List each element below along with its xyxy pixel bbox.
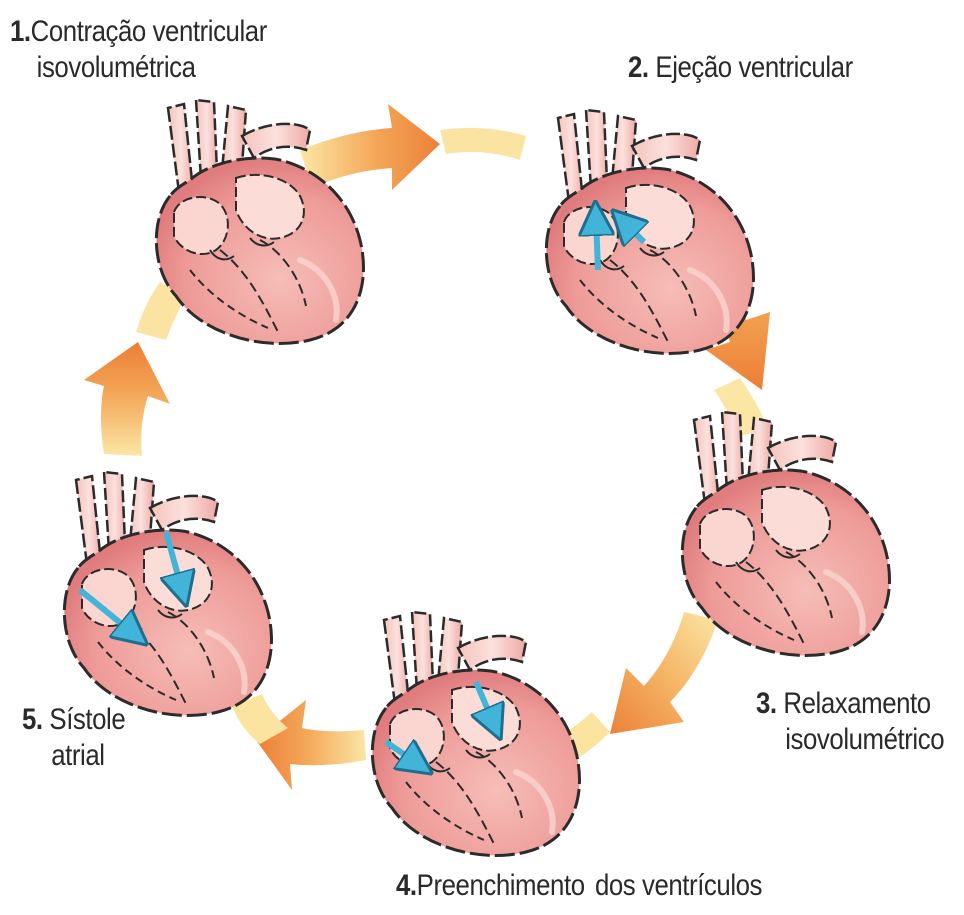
stage-5-title-line2: atrial	[51, 738, 125, 774]
blood-flow-arrow-icon	[596, 218, 598, 270]
heart-icon-stage-1	[156, 100, 363, 343]
stage-5-label: 5. Sístole atrial	[22, 702, 125, 774]
cycle-arrow-3-to-4	[610, 612, 718, 734]
stage-2-number: 2.	[628, 51, 649, 84]
heart-icon-stage-2	[546, 110, 753, 353]
stage-3-label: 3. Relaxamento isovolumétrico	[756, 686, 944, 758]
stage-4-title-line2: dos ventrículos	[595, 869, 762, 902]
stage-2-label: 2. Ejeção ventricular	[628, 50, 853, 86]
heart-icon-stage-5	[64, 472, 271, 715]
heart-icon-stage-4	[372, 612, 579, 855]
stage-5-title-line1: Sístole	[49, 703, 125, 736]
heart-icon-stage-3	[682, 412, 889, 655]
stage-3-title-line2: isovolumétrico	[785, 722, 944, 758]
stage-1-title-line2: isovolumétrica	[37, 50, 267, 86]
cycle-arrow-5-to-1	[84, 342, 170, 456]
stage-5-number: 5.	[22, 703, 43, 736]
stage-1-title-line1: Contração ventricular	[31, 15, 267, 48]
stage-4-number: 4.	[396, 869, 417, 902]
stage-4-label: 4.Preenchimento dos ventrículos	[396, 868, 762, 904]
stage-4-title-line1: Preenchimento	[417, 869, 585, 902]
cycle-arrow-1-to-2	[300, 104, 440, 190]
cycle-band-top	[440, 128, 526, 160]
stage-1-number: 1.	[10, 15, 31, 48]
stage-3-number: 3.	[756, 687, 777, 720]
stage-2-title: Ejeção ventricular	[655, 51, 852, 84]
stage-3-title-line1: Relaxamento	[783, 687, 930, 720]
stage-1-label: 1.Contração ventricular isovolumétrica	[10, 14, 267, 86]
